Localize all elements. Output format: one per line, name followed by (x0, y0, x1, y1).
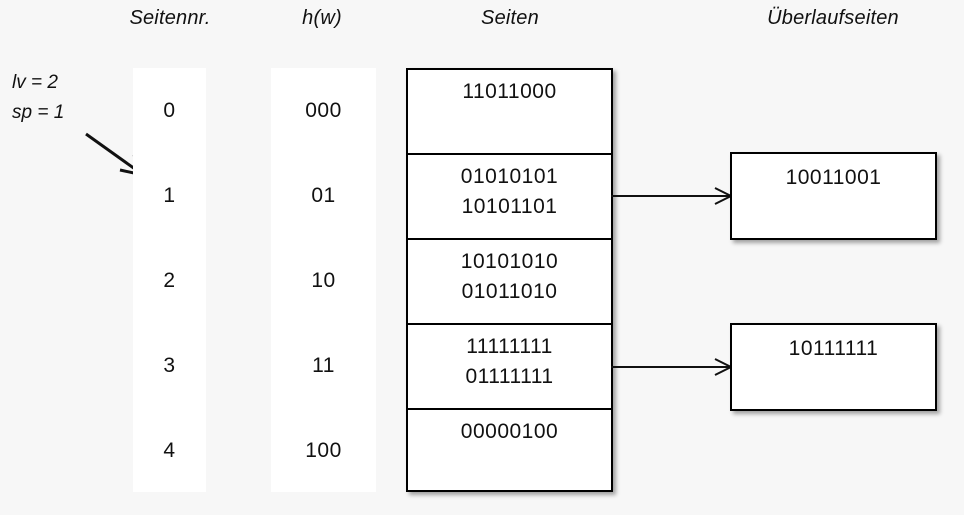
parameter-sp: sp = 1 (12, 102, 65, 123)
page-cell: 11011000 (408, 70, 611, 155)
column-header-hw: h(w) (302, 7, 342, 29)
hash-value-cell: 01 (311, 183, 336, 207)
hash-value-cell: 100 (305, 438, 342, 462)
hash-value-cell: 10 (311, 268, 336, 292)
overflow-record-value: 10111111 (788, 337, 879, 360)
record-value: 00000100 (460, 420, 559, 443)
overflow-page-box: 10011001 (730, 152, 937, 240)
overflow-record-value: 10011001 (785, 166, 882, 189)
overflow-connector-arrow-icon (611, 187, 734, 205)
page-cell: 01010101 10101101 (408, 155, 611, 240)
page-number-cell: 1 (163, 183, 176, 207)
page-number-cell: 4 (163, 438, 176, 462)
record-value: 11111111 (466, 335, 553, 358)
page-number-cell: 0 (163, 98, 176, 122)
overflow-page-box: 10111111 (730, 323, 937, 411)
page-cell: 00000100 (408, 410, 611, 490)
record-value: 01011010 (461, 280, 558, 303)
column-header-ueberlaufseiten: Überlaufseiten (767, 7, 899, 29)
record-value: 11011000 (462, 80, 557, 103)
hash-value-column: 000 01 10 11 100 (271, 68, 376, 492)
page-cell: 11111111 01111111 (408, 325, 611, 410)
hash-value-cell: 11 (312, 353, 335, 377)
parameter-block: lv = 2 sp = 1 (12, 68, 122, 128)
column-header-seiten: Seiten (481, 7, 539, 29)
record-value: 10101010 (460, 250, 559, 273)
hash-value-cell: 000 (305, 98, 342, 122)
record-value: 01010101 (460, 165, 559, 188)
pages-box: 11011000 01010101 10101101 10101010 0101… (406, 68, 613, 492)
column-header-seitennr: Seitennr. (129, 7, 211, 29)
record-value: 10101101 (461, 195, 558, 218)
page-cell: 10101010 01011010 (408, 240, 611, 325)
page-number-column: 0 1 2 3 4 (133, 68, 206, 492)
page-number-cell: 2 (163, 268, 176, 292)
record-value: 01111111 (465, 365, 554, 388)
overflow-connector-arrow-icon (611, 358, 734, 376)
parameter-lv: lv = 2 (12, 72, 58, 93)
page-number-cell: 3 (163, 353, 176, 377)
